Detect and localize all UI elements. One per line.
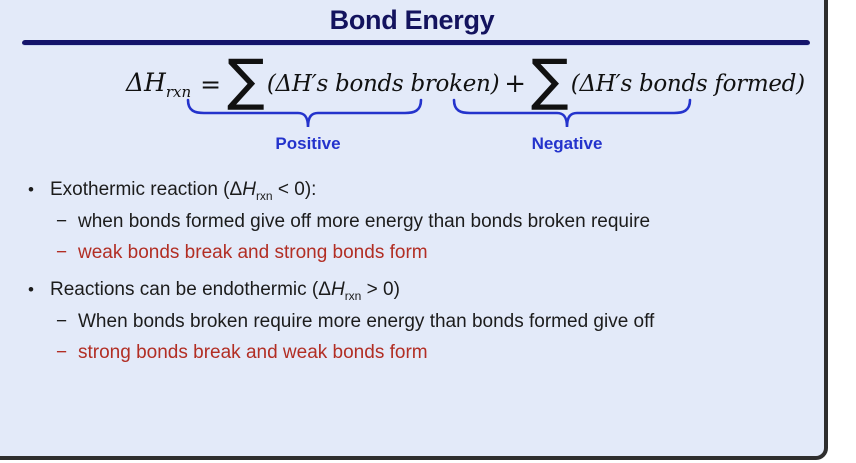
underbrace-negative-icon bbox=[452, 98, 692, 128]
sub-bullet-text: weak bonds break and strong bonds form bbox=[78, 242, 428, 263]
dash-icon: − bbox=[56, 311, 68, 332]
formula-lhs: ΔHrxn bbox=[126, 68, 191, 101]
sub-bullet-bonds-formed-energy: − when bonds formed give off more energy… bbox=[56, 209, 650, 235]
slide-canvas: Bond Energy ΔHrxn = ∑ (ΔH′s bonds broken… bbox=[0, 0, 828, 460]
sub-bullet-text: when bonds formed give off more energy t… bbox=[78, 211, 651, 232]
bullet-text: Exothermic reaction (ΔHrxn < 0): bbox=[50, 179, 317, 203]
sub-bullet-weak-break-strong-form: − weak bonds break and strong bonds form bbox=[56, 240, 428, 266]
dash-icon: − bbox=[56, 342, 68, 363]
bullet-icon: • bbox=[28, 180, 34, 199]
title-divider bbox=[22, 40, 810, 46]
sub-bullet-text: strong bonds break and weak bonds form bbox=[78, 342, 428, 363]
delta-h: ΔH bbox=[126, 67, 166, 97]
enthalpy-formula: ΔHrxn = ∑ (ΔH′s bonds broken) + ∑ (ΔH′s … bbox=[126, 48, 805, 113]
page-title: Bond Energy bbox=[329, 5, 495, 35]
dash-icon: − bbox=[56, 242, 68, 263]
label-positive: Positive bbox=[275, 134, 341, 153]
bullet-icon: • bbox=[28, 280, 34, 299]
bullet-text: Reactions can be endothermic (ΔHrxn > 0) bbox=[50, 279, 400, 303]
term-bonds-broken: (ΔH′s bonds broken) bbox=[266, 71, 500, 97]
sub-bullet-strong-break-weak-form: − strong bonds break and weak bonds form bbox=[56, 340, 428, 366]
underbrace-positive-icon bbox=[186, 98, 423, 128]
sum-symbol-formed: ∑ bbox=[531, 48, 569, 113]
term-bonds-formed: (ΔH′s bonds formed) bbox=[570, 71, 805, 97]
plus-sign: + bbox=[504, 69, 527, 99]
bullet-exothermic: • Exothermic reaction (ΔHrxn < 0): bbox=[28, 177, 316, 209]
sum-symbol-broken: ∑ bbox=[227, 48, 265, 113]
bullet-endothermic: • Reactions can be endothermic (ΔHrxn > … bbox=[28, 277, 400, 309]
equals-sign: = bbox=[200, 69, 222, 99]
dash-icon: − bbox=[56, 211, 68, 232]
sub-bullet-bonds-broken-energy: − When bonds broken require more energy … bbox=[56, 309, 654, 335]
sub-bullet-text: When bonds broken require more energy th… bbox=[78, 311, 655, 332]
label-negative: Negative bbox=[531, 134, 603, 153]
rxn-subscript: rxn bbox=[165, 82, 192, 101]
